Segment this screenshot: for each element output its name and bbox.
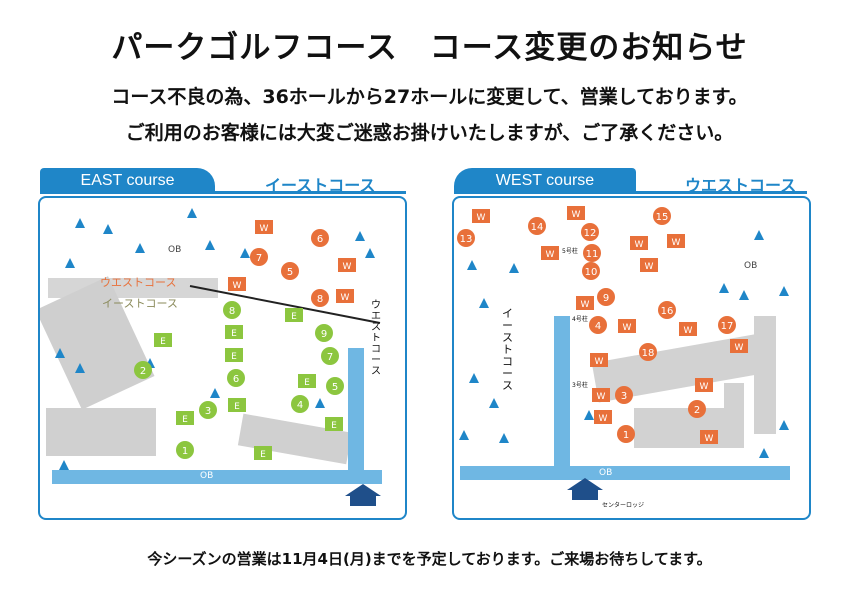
svg-text:10: 10 — [585, 267, 598, 278]
svg-text:W: W — [343, 262, 352, 272]
svg-text:1: 1 — [182, 446, 188, 457]
svg-text:E: E — [231, 352, 237, 362]
svg-text:W: W — [477, 213, 486, 223]
svg-text:13: 13 — [460, 234, 473, 245]
svg-text:W: W — [546, 250, 555, 260]
svg-text:W: W — [672, 238, 681, 248]
svg-text:E: E — [291, 312, 297, 322]
notice-line-1: コース不良の為、36ホールから27ホールに変更して、営業しております。 — [111, 86, 748, 108]
west-pillar-5: 5号柱 — [562, 248, 578, 255]
svg-text:3: 3 — [205, 406, 211, 417]
svg-text:E: E — [231, 329, 237, 339]
svg-text:7: 7 — [327, 352, 333, 363]
west-course-tab: WEST course — [454, 168, 636, 194]
east-ob-label: OB — [168, 245, 181, 255]
svg-text:7: 7 — [256, 253, 262, 264]
svg-text:E: E — [160, 337, 166, 347]
svg-text:E: E — [234, 402, 240, 412]
svg-text:9: 9 — [321, 329, 327, 340]
svg-text:5: 5 — [332, 382, 338, 393]
west-pillar-4: 4号柱 — [572, 316, 588, 323]
east-course-map: OB OB 7 6 5 8 8 9 7 6 5 4 2 3 1 W W W W … — [38, 196, 407, 520]
svg-text:W: W — [684, 326, 693, 336]
svg-text:W: W — [735, 343, 744, 353]
svg-text:W: W — [581, 300, 590, 310]
svg-text:W: W — [341, 293, 350, 303]
svg-text:6: 6 — [233, 374, 239, 385]
svg-text:8: 8 — [229, 306, 235, 317]
svg-text:4: 4 — [297, 400, 303, 411]
svg-text:E: E — [331, 421, 337, 431]
svg-text:E: E — [304, 378, 310, 388]
svg-text:3: 3 — [621, 391, 627, 402]
svg-text:W: W — [599, 414, 608, 424]
east-course-name: イーストコース — [265, 176, 376, 195]
svg-text:W: W — [623, 323, 632, 333]
svg-text:W: W — [572, 210, 581, 220]
west-course-name: ウエストコース — [685, 176, 797, 195]
svg-text:W: W — [595, 357, 604, 367]
east-course-tab: EAST course — [40, 168, 215, 194]
west-course-map: OB OB 13 14 15 12 11 10 9 16 17 18 4 3 2… — [452, 196, 811, 520]
svg-text:6: 6 — [317, 234, 323, 245]
west-ob-road-label: OB — [599, 468, 612, 478]
notice-title: パークゴルフコース コース変更のお知らせ — [111, 30, 748, 66]
notice-line-2: ご利用のお客様には大変ご迷惑お掛けいたしますが、ご了承ください。 — [125, 122, 734, 144]
svg-text:16: 16 — [661, 306, 674, 317]
west-side-label: イーストコース — [502, 307, 513, 392]
svg-text:4: 4 — [595, 321, 601, 332]
svg-text:18: 18 — [642, 348, 655, 359]
notice-footer: 今シーズンの営業は11月4日(月)までを予定しております。ご来場お待ちしてます。 — [147, 550, 712, 568]
svg-text:2: 2 — [694, 405, 700, 416]
svg-text:W: W — [700, 382, 709, 392]
svg-text:15: 15 — [656, 212, 669, 223]
svg-text:E: E — [182, 415, 188, 425]
svg-text:9: 9 — [603, 293, 609, 304]
west-pillar-3: 3号柱 — [572, 382, 588, 389]
svg-text:E: E — [260, 450, 266, 460]
svg-text:W: W — [260, 224, 269, 234]
svg-text:5: 5 — [287, 267, 293, 278]
east-label-west-course: ウエストコース — [100, 276, 177, 289]
svg-text:W: W — [233, 281, 242, 291]
east-tab-rule — [40, 191, 406, 194]
svg-text:17: 17 — [721, 321, 734, 332]
svg-text:11: 11 — [586, 249, 599, 260]
svg-text:W: W — [597, 392, 606, 402]
svg-text:2: 2 — [140, 366, 146, 377]
svg-text:W: W — [705, 434, 714, 444]
svg-text:W: W — [635, 240, 644, 250]
west-ob-label: OB — [744, 261, 757, 271]
svg-text:W: W — [645, 262, 654, 272]
svg-text:8: 8 — [317, 294, 323, 305]
svg-text:14: 14 — [531, 222, 544, 233]
east-ob-road-label: OB — [200, 471, 213, 481]
svg-text:1: 1 — [623, 430, 629, 441]
west-lodge-label: センターロッジ — [602, 502, 645, 509]
svg-text:12: 12 — [584, 228, 597, 239]
east-side-label: ウエストコース — [371, 300, 381, 377]
east-label-east-course: イーストコース — [102, 297, 178, 310]
